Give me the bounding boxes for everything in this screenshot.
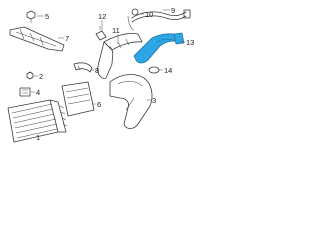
tube-part-8: [73, 62, 93, 73]
shroud-part-6: [61, 81, 95, 117]
clamp-part-14: [148, 66, 160, 74]
callout-9: 9: [171, 6, 175, 15]
callout-14: 14: [164, 66, 172, 75]
clip-part-4: [19, 87, 31, 97]
callout-3: 3: [152, 96, 156, 105]
duct-part-3: [109, 74, 153, 129]
clamp-part-10: [131, 8, 139, 16]
callout-labels: 5 7 2 4 1 6 8 12 11 10 9 13 14 3: [36, 6, 194, 142]
callout-5: 5: [45, 12, 49, 21]
intercooler-core: [7, 99, 68, 143]
callout-2: 2: [39, 72, 43, 81]
diagram-canvas: 5 7 2 4 1 6 8 12 11 10 9 13 14 3: [7, 6, 194, 143]
bolt-part-5: [26, 10, 36, 23]
callout-13: 13: [186, 38, 194, 47]
callout-1: 1: [36, 133, 40, 142]
parts-diagram: 5 7 2 4 1 6 8 12 11 10 9 13 14 3: [0, 0, 200, 147]
sensor-part-12: [95, 26, 107, 41]
hose-part-11: [97, 33, 143, 79]
highlighted-hose-part-13: [133, 32, 185, 64]
leader-lines: [31, 9, 185, 105]
nut-part-2: [26, 71, 34, 80]
pipe-part-9: [127, 9, 191, 31]
callout-7: 7: [65, 34, 69, 43]
bracket-part-7: [9, 26, 65, 52]
callout-8: 8: [95, 66, 99, 75]
callout-6: 6: [97, 100, 101, 109]
callout-10: 10: [145, 10, 153, 19]
callout-4: 4: [36, 88, 40, 97]
callout-11: 11: [112, 26, 120, 35]
callout-12: 12: [98, 12, 106, 21]
